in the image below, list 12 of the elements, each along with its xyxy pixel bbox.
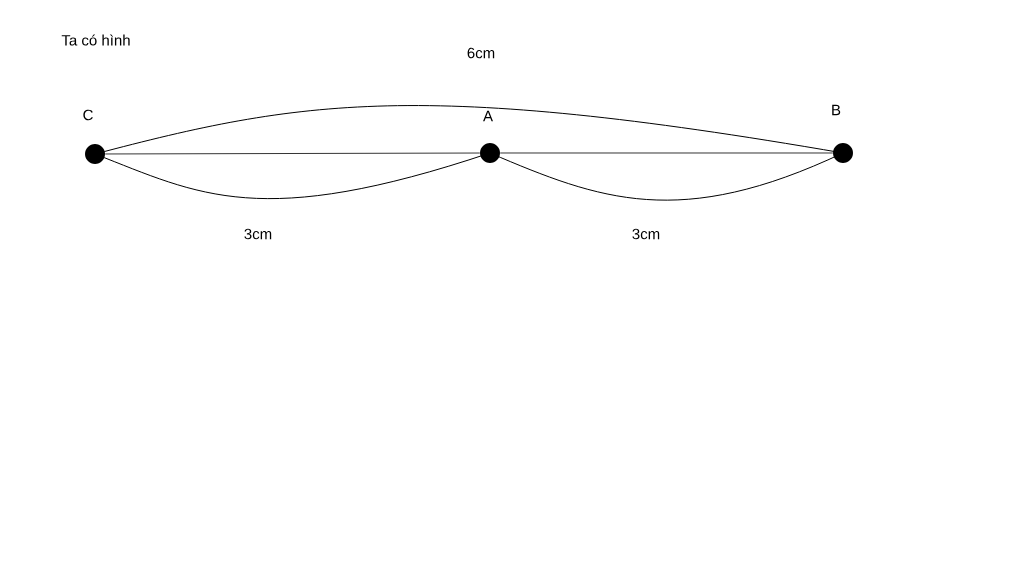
point-label: C [83, 109, 93, 121]
line-segment [104, 152, 481, 155]
point-label: B [832, 104, 841, 116]
point-dot [833, 143, 853, 163]
point-label: A [483, 110, 493, 122]
line-segment [499, 152, 834, 154]
note-text: Ta có hình [61, 34, 130, 46]
point-dot [85, 144, 105, 164]
dimension-label: 6cm [467, 47, 495, 59]
dimension-label: 3cm [632, 228, 660, 240]
dimension-label: 3cm [244, 228, 272, 240]
point-dot [480, 143, 500, 163]
